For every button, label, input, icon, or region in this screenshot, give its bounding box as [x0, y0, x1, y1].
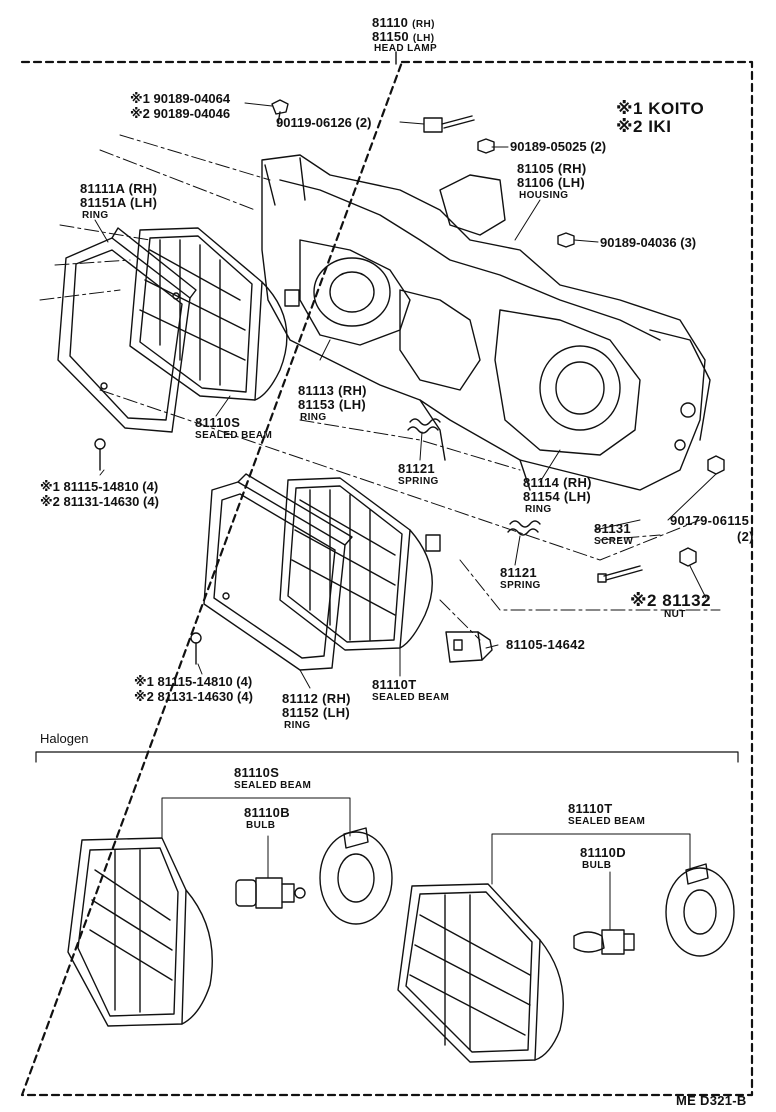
label-spring-lower-name: SPRING — [500, 580, 541, 591]
halogen-bulb-b-drawing — [235, 877, 306, 909]
ring-upper-drawing — [57, 227, 197, 433]
label-beam-s-name: SEALED BEAM — [195, 430, 273, 441]
label-housing-name: HOUSING — [519, 190, 569, 201]
label-halogen-81110s: 81110S — [234, 765, 280, 780]
label-nut-90179-06115: 90179-06115 — [670, 513, 750, 528]
label-spring-lower: 81121 — [500, 565, 537, 580]
halogen-socket-s-drawing — [319, 827, 393, 925]
label-bolt-90189-04036: 90189-04036 (3) — [600, 235, 697, 250]
label-housing-lh: 81106 (LH) — [517, 175, 586, 190]
halogen-sealed-beam-s-drawing — [67, 837, 213, 1027]
label-ring-81153: 81153 (LH) — [298, 397, 367, 412]
label-ring-81152: 81152 (LH) — [282, 705, 351, 720]
label-halogen-bulb-d-name: BULB — [582, 860, 612, 871]
label-screw-upper-iki: ※2 81131-14630 (4) — [40, 494, 159, 509]
label-ring-81114: 81114 (RH) — [523, 475, 592, 490]
spring-upper-drawing — [407, 418, 441, 434]
label-nut-81132: ※2 81132 — [630, 591, 712, 610]
spring-lower-drawing — [507, 520, 541, 536]
title-lh: (LH) — [412, 33, 435, 44]
title-pn-rh: 81110 — [372, 15, 409, 30]
footer-reference: ME D321-B — [676, 1093, 747, 1108]
label-ring-81151a: 81151A (LH) — [80, 195, 158, 210]
label-bolt-90189-04064: ※1 90189-04064 — [130, 91, 231, 106]
label-ring-81154: 81154 (LH) — [523, 489, 592, 504]
label-beam-81110s: 81110S — [195, 415, 241, 430]
label-halogen-bulb-81110b: 81110B — [244, 805, 290, 820]
halogen-socket-t-drawing — [665, 863, 735, 957]
label-halogen-t-name: SEALED BEAM — [568, 816, 646, 827]
label-bolt-90189-05025: 90189-05025 (2) — [510, 139, 607, 154]
title-part-number-lh: 81150 (LH) — [372, 30, 434, 44]
label-halogen-bulb-81110d: 81110D — [580, 845, 626, 860]
label-halogen-s-name: SEALED BEAM — [234, 780, 312, 791]
label-housing-rh: 81105 (RH) — [517, 161, 587, 176]
socket-drawing — [445, 631, 493, 663]
label-beam-81110t: 81110T — [372, 677, 417, 692]
label-screw-81131-name: SCREW — [594, 536, 634, 547]
label-bolt-90119-06126: 90119-06126 (2) — [276, 115, 372, 130]
label-ring-81111a: 81111A (RH) — [80, 181, 158, 196]
halogen-bulb-d-drawing — [573, 929, 635, 955]
label-beam-t-name: SEALED BEAM — [372, 692, 450, 703]
label-ring-c-name: RING — [525, 504, 552, 515]
label-bolt-90189-04046: ※2 90189-04046 — [130, 106, 231, 121]
leader-lines — [94, 102, 717, 689]
label-ring-81112: 81112 (RH) — [282, 691, 351, 706]
label-ring-d-name: RING — [284, 720, 311, 731]
legend-iki: ※2 IKI — [616, 117, 672, 136]
label-nut-90179-qty: (2) — [737, 529, 754, 544]
label-ring-a-name: RING — [82, 210, 109, 221]
label-spring-upper-name: SPRING — [398, 476, 439, 487]
label-ring-b-name: RING — [300, 412, 327, 423]
halogen-section-label: Halogen — [40, 731, 89, 746]
label-halogen-bulb-b-name: BULB — [246, 820, 276, 831]
label-ring-81113: 81113 (RH) — [298, 383, 367, 398]
title-part-number-rh: 81110 (RH) — [372, 16, 435, 30]
label-socket-81105-14642: 81105-14642 — [506, 637, 586, 652]
halogen-bracket — [35, 751, 739, 763]
legend-koito: ※1 KOITO — [616, 99, 705, 118]
title-pn-lh: 81150 — [372, 29, 409, 44]
sealed-beam-upper-drawing — [129, 227, 300, 401]
label-nut-81132-name: NUT — [664, 609, 686, 620]
label-halogen-81110t: 81110T — [568, 801, 613, 816]
halogen-sealed-beam-t-drawing — [397, 883, 564, 1063]
ring-lower-drawing — [203, 473, 353, 671]
assembly-boundary — [20, 60, 754, 1097]
label-screw-81131: 81131 — [594, 521, 631, 536]
title-name: HEAD LAMP — [374, 43, 438, 54]
label-screw-lower-iki: ※2 81131-14630 (4) — [134, 689, 253, 704]
label-screw-lower-koito: ※1 81115-14810 (4) — [134, 674, 253, 689]
title-rh: (RH) — [412, 19, 435, 30]
sealed-beam-lower-drawing — [279, 477, 441, 651]
housing-drawing — [261, 154, 711, 491]
fasteners-drawing — [94, 99, 725, 665]
label-screw-upper-koito: ※1 81115-14810 (4) — [40, 479, 159, 494]
label-spring-upper: 81121 — [398, 461, 435, 476]
